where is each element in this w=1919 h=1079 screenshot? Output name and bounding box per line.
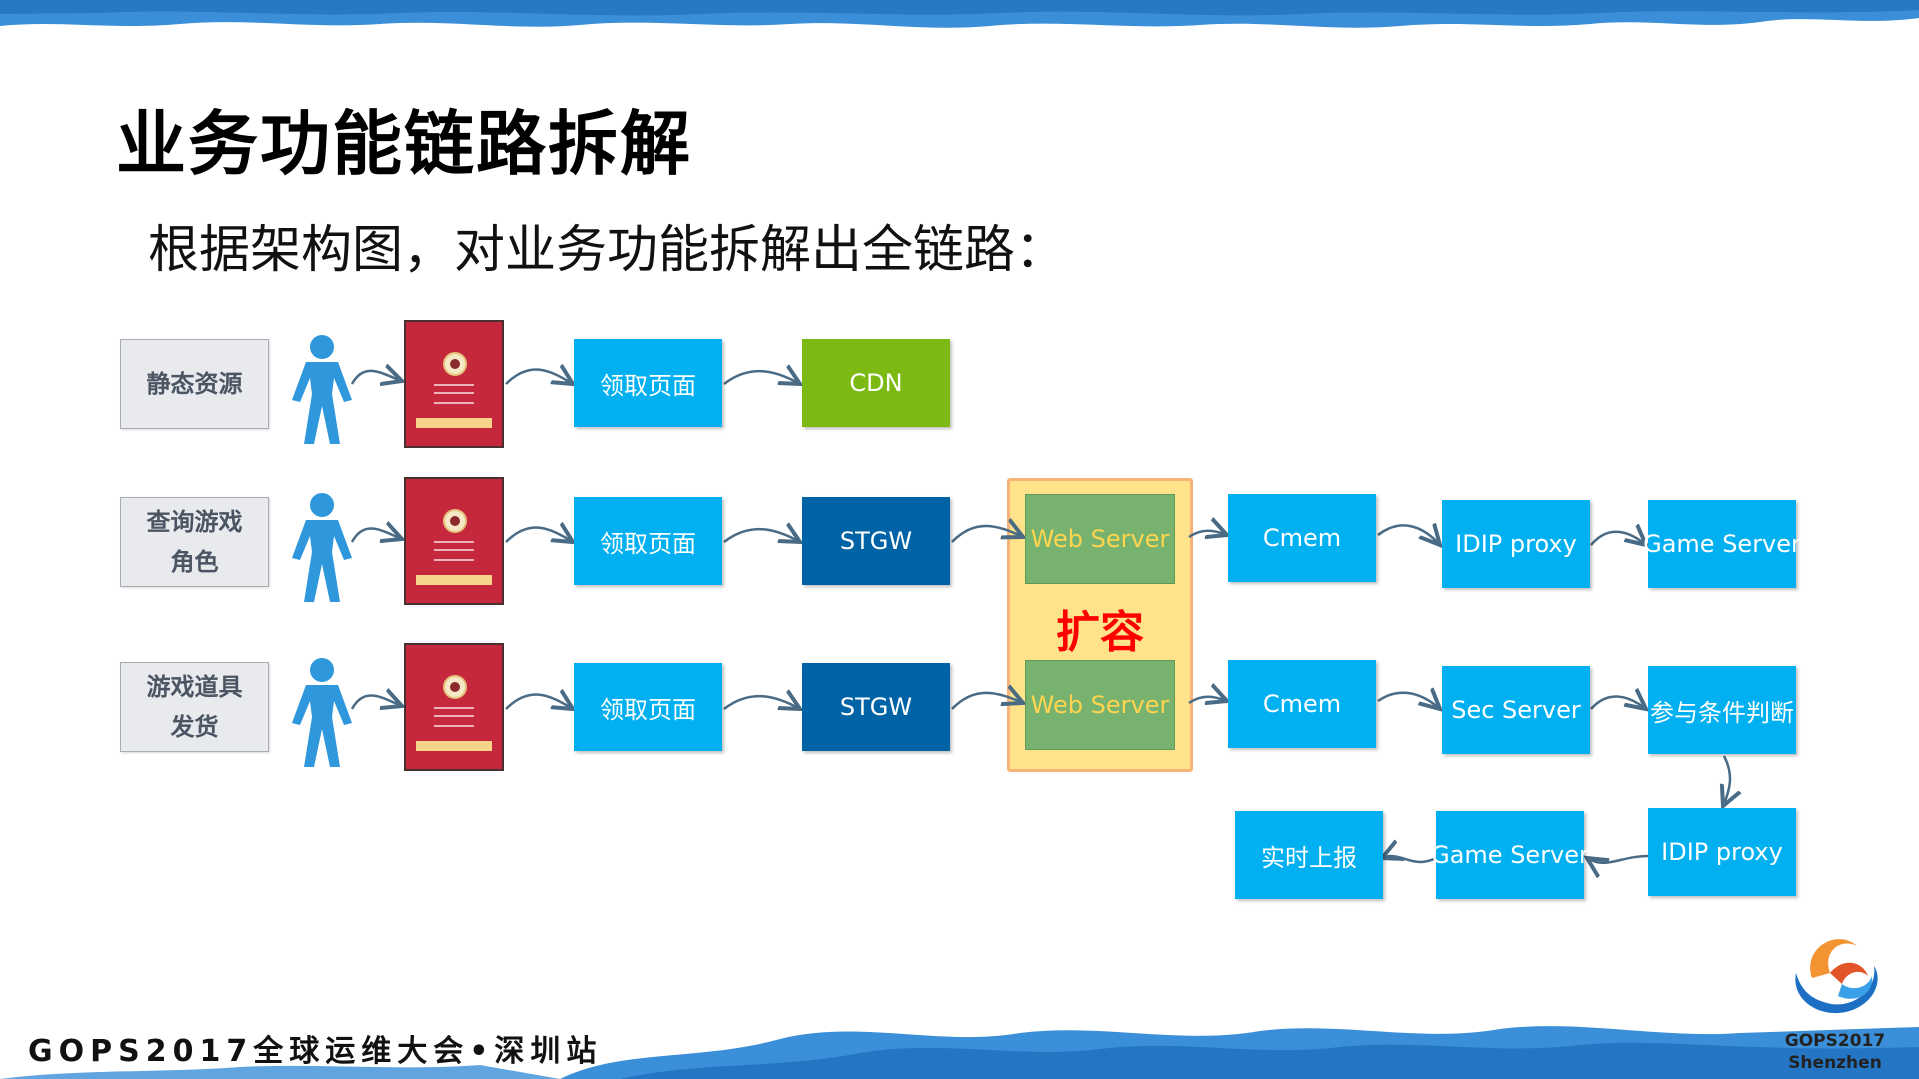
node-cdn: CDN — [802, 339, 950, 427]
node-idip-proxy: IDIP proxy — [1442, 500, 1590, 588]
page-title: 业务功能链路拆解 — [116, 103, 692, 185]
person-icon — [292, 335, 352, 444]
node-realtime-report: 实时上报 — [1235, 811, 1383, 899]
logo-line: GOPS2017 — [1784, 1031, 1886, 1051]
function-label-static-resources: 静态资源 — [120, 339, 269, 429]
label-line: 角色 — [170, 548, 219, 576]
top-brush-decoration — [0, 0, 1919, 28]
scale-out-label: 扩容 — [1056, 607, 1144, 658]
function-label-item-delivery: 游戏道具 发货 — [120, 662, 269, 752]
label-line: 发货 — [170, 713, 219, 741]
node-web-server: Web Server — [1025, 494, 1175, 584]
label-line: 查询游戏 — [146, 508, 243, 536]
label-line: 游戏道具 — [146, 673, 243, 701]
node-sec-server: Sec Server — [1442, 666, 1590, 754]
node-game-server: Game Server — [1643, 500, 1801, 588]
conference-footer: GOPS2017全球运维大会•深圳站 — [28, 1034, 603, 1069]
node-eligibility-check: 参与条件判断 — [1648, 666, 1796, 754]
bottom-brush-decoration — [0, 1026, 1919, 1079]
node-claim-page: 领取页面 — [574, 497, 722, 585]
label-line: 静态资源 — [146, 370, 243, 398]
person-icon — [292, 493, 352, 602]
gops-logo-icon — [1795, 939, 1878, 1014]
red-packet-phone-icon — [404, 477, 504, 605]
page-subtitle: 根据架构图，对业务功能拆解出全链路： — [148, 221, 1067, 280]
node-claim-page: 领取页面 — [574, 663, 722, 751]
node-web-server: Web Server — [1025, 660, 1175, 750]
person-icon — [292, 658, 352, 767]
red-packet-phone-icon — [404, 320, 504, 448]
node-stgw: STGW — [802, 497, 950, 585]
node-game-server: Game Server — [1431, 811, 1589, 899]
gops-logo-text: GOPS2017 Shenzhen — [1780, 1030, 1890, 1074]
node-cmem: Cmem — [1228, 660, 1376, 748]
node-cmem: Cmem — [1228, 494, 1376, 582]
logo-line: Shenzhen — [1788, 1053, 1882, 1073]
node-claim-page: 领取页面 — [574, 339, 722, 427]
red-packet-phone-icon — [404, 643, 504, 771]
node-idip-proxy: IDIP proxy — [1648, 808, 1796, 896]
node-stgw: STGW — [802, 663, 950, 751]
function-label-query-role: 查询游戏 角色 — [120, 497, 269, 587]
